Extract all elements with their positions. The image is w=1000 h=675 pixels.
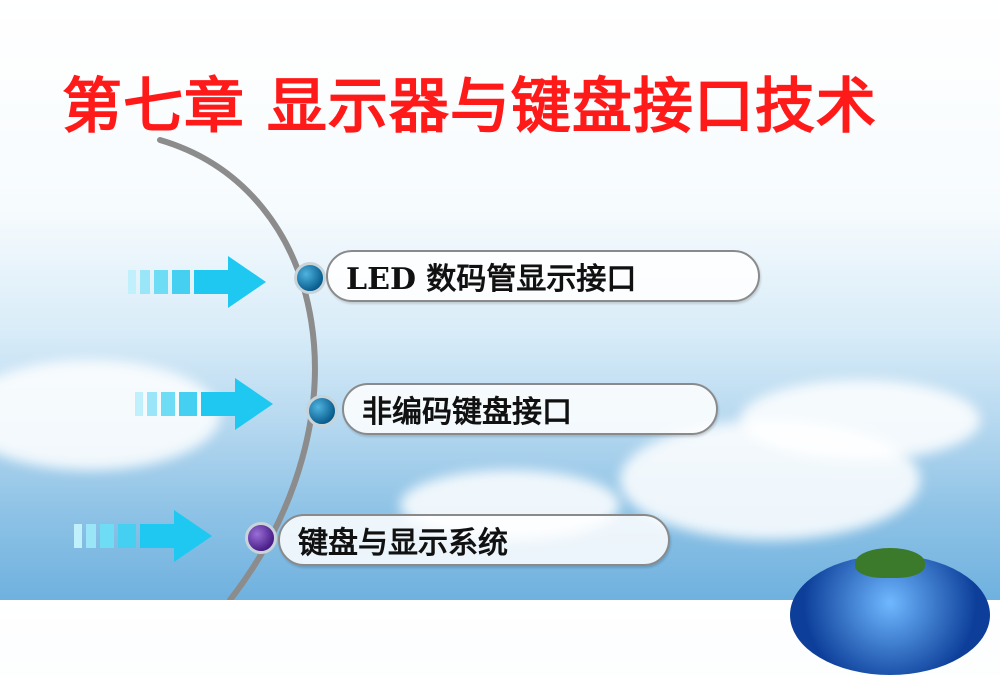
bullet-dot-icon [294,262,326,294]
slide-title: 第七章 显示器与键盘接口技术 [62,72,877,142]
menu-item-label: LED 数码管显示接口 [346,262,637,297]
bullet-dot-icon [245,522,277,554]
right-arrow-icon [74,510,212,562]
right-arrow-icon [128,256,266,308]
menu-item-label: 键盘与显示系统 [298,526,508,561]
cloud [740,380,980,460]
menu-item-led-display[interactable]: LED 数码管显示接口 [326,250,760,302]
right-arrow-icon [135,378,273,430]
menu-item-keyboard-display-system[interactable]: 键盘与显示系统 [278,514,670,566]
connector-arc [157,137,318,600]
menu-item-label: 非编码键盘接口 [362,395,572,430]
tree-image [855,548,925,578]
bullet-dot-icon [306,395,338,427]
menu-item-keyboard-interface[interactable]: 非编码键盘接口 [342,383,718,435]
